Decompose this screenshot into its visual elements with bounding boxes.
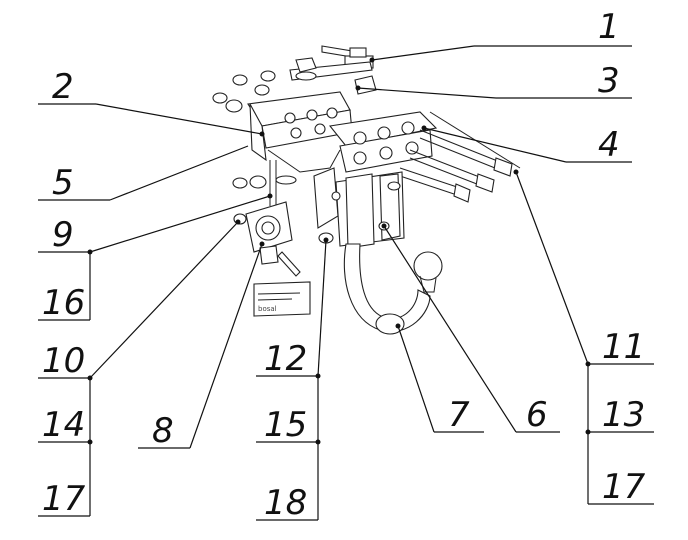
callout-17-left: 17 — [42, 479, 86, 519]
centre-mount — [313, 167, 405, 249]
callout-8: 8 — [152, 411, 174, 451]
callout-11: 11 — [602, 327, 645, 367]
callout-1: 1 — [598, 7, 620, 47]
callout-7: 7 — [448, 395, 470, 435]
long-bolts — [399, 111, 521, 203]
leader-lines — [38, 45, 654, 521]
leader-junction-dots — [87, 57, 591, 445]
callout-13: 13 — [602, 395, 645, 435]
plate-brand-text: bosal — [258, 305, 277, 313]
callout-16: 16 — [42, 283, 85, 323]
callout-5: 5 — [52, 163, 74, 203]
callout-14: 14 — [42, 405, 85, 445]
callout-6: 6 — [526, 395, 548, 435]
callout-12: 12 — [264, 339, 307, 379]
top-nut — [295, 57, 317, 81]
right-bracket — [328, 111, 438, 173]
callout-9: 9 — [52, 215, 74, 255]
socket-plate — [233, 201, 293, 265]
tow-hook-neck — [343, 243, 431, 335]
towbar-assembly-drawing: bosal — [212, 45, 521, 335]
callout-17-right: 17 — [602, 467, 646, 507]
callout-2: 2 — [52, 67, 74, 107]
plate-arrow — [277, 251, 301, 277]
callout-18: 18 — [264, 483, 307, 523]
washers-nuts-left — [212, 70, 297, 189]
bosal-label-plate: bosal — [253, 281, 311, 317]
vertical-bolt — [269, 160, 277, 206]
callout-10: 10 — [42, 341, 85, 381]
callout-4: 4 — [598, 125, 620, 165]
tow-ball — [413, 251, 443, 293]
left-bracket — [247, 91, 353, 173]
callout-3: 3 — [598, 61, 620, 101]
callout-15: 15 — [264, 405, 307, 445]
callout-labels: 1 2 3 4 5 9 16 10 14 17 8 12 15 18 7 6 1… — [42, 7, 646, 523]
